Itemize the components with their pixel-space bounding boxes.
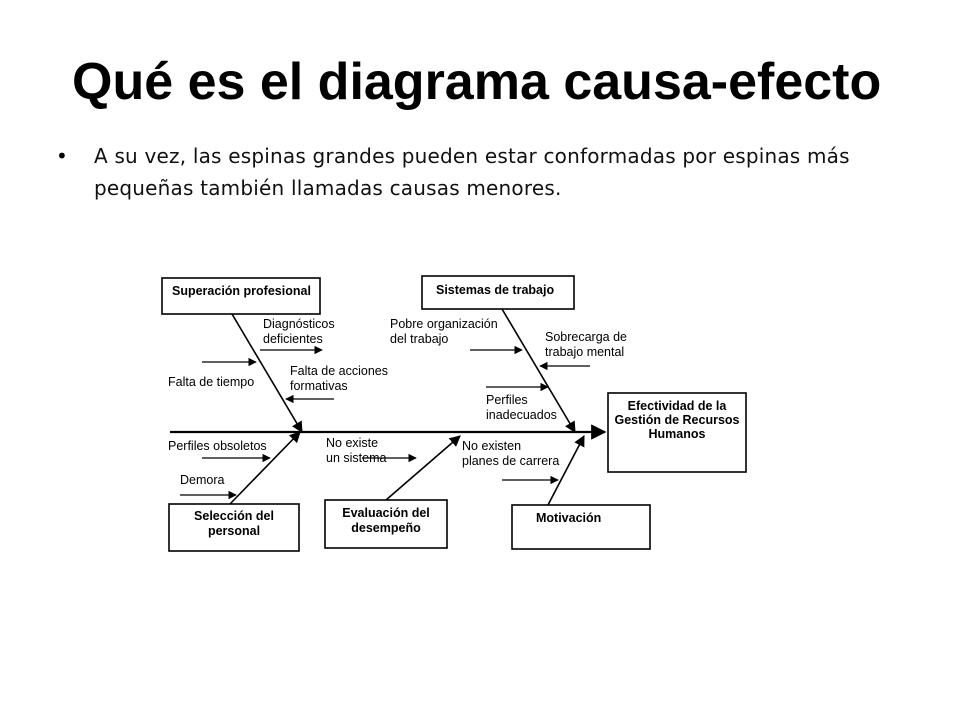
main-bone (501, 308, 576, 433)
cause-label: trabajo mental (545, 345, 624, 359)
cause-label: Sobrecarga de (545, 330, 627, 344)
cause-label: Diagnósticos (263, 317, 335, 331)
cause-label: planes de carrera (462, 454, 559, 468)
cause-label: Falta de acciones (290, 364, 388, 378)
main-bone (547, 435, 585, 506)
cause-label: No existen (462, 439, 521, 453)
effect-label: Humanos (649, 427, 706, 441)
slide-title: Qué es el diagrama causa-efecto (72, 53, 882, 111)
cause-label: formativas (290, 379, 348, 393)
cause-label: deficientes (263, 332, 323, 346)
main-bone (229, 431, 301, 505)
bullet-text: A su vez, las espinas grandes pueden est… (94, 144, 850, 200)
category-label: Superación profesional (172, 284, 311, 298)
cause-label: Pobre organización (390, 317, 498, 331)
category-evaluacion-del-desempeno: Evaluación del desempeño (324, 435, 461, 549)
main-bone (231, 313, 303, 433)
main-bone (385, 435, 461, 501)
category-superacion-profesional: Superación profesional (161, 277, 321, 433)
category-label: Sistemas de trabajo (436, 283, 554, 297)
cause-label: un sistema (326, 451, 386, 465)
category-label: personal (208, 524, 260, 538)
bullet-list-item: • A su vez, las espinas grandes pueden e… (56, 140, 936, 204)
effect-label: Efectividad de la (628, 399, 728, 413)
cause-label: Demora (180, 473, 225, 487)
effect-box: Efectividad de la Gestión de Recursos Hu… (607, 392, 747, 473)
fishbone-diagram: Efectividad de la Gestión de Recursos Hu… (161, 275, 747, 552)
category-sistemas-de-trabajo: Sistemas de trabajo (421, 275, 576, 433)
category-label: Motivación (536, 511, 601, 525)
cause-label: No existe (326, 436, 378, 450)
category-label: desempeño (351, 521, 421, 535)
category-seleccion-del-personal: Selección del personal (168, 431, 301, 552)
cause-label: Falta de tiempo (168, 375, 254, 389)
effect-label: Gestión de Recursos (614, 413, 739, 427)
cause-label: del trabajo (390, 332, 448, 346)
category-motivacion: Motivación (511, 435, 651, 550)
cause-label: Perfiles (486, 393, 528, 407)
category-label: Selección del (194, 509, 274, 523)
cause-label: inadecuados (486, 408, 557, 422)
category-label: Evaluación del (342, 506, 430, 520)
bullet-icon: • (56, 144, 68, 168)
cause-label: Perfiles obsoletos (168, 439, 267, 453)
